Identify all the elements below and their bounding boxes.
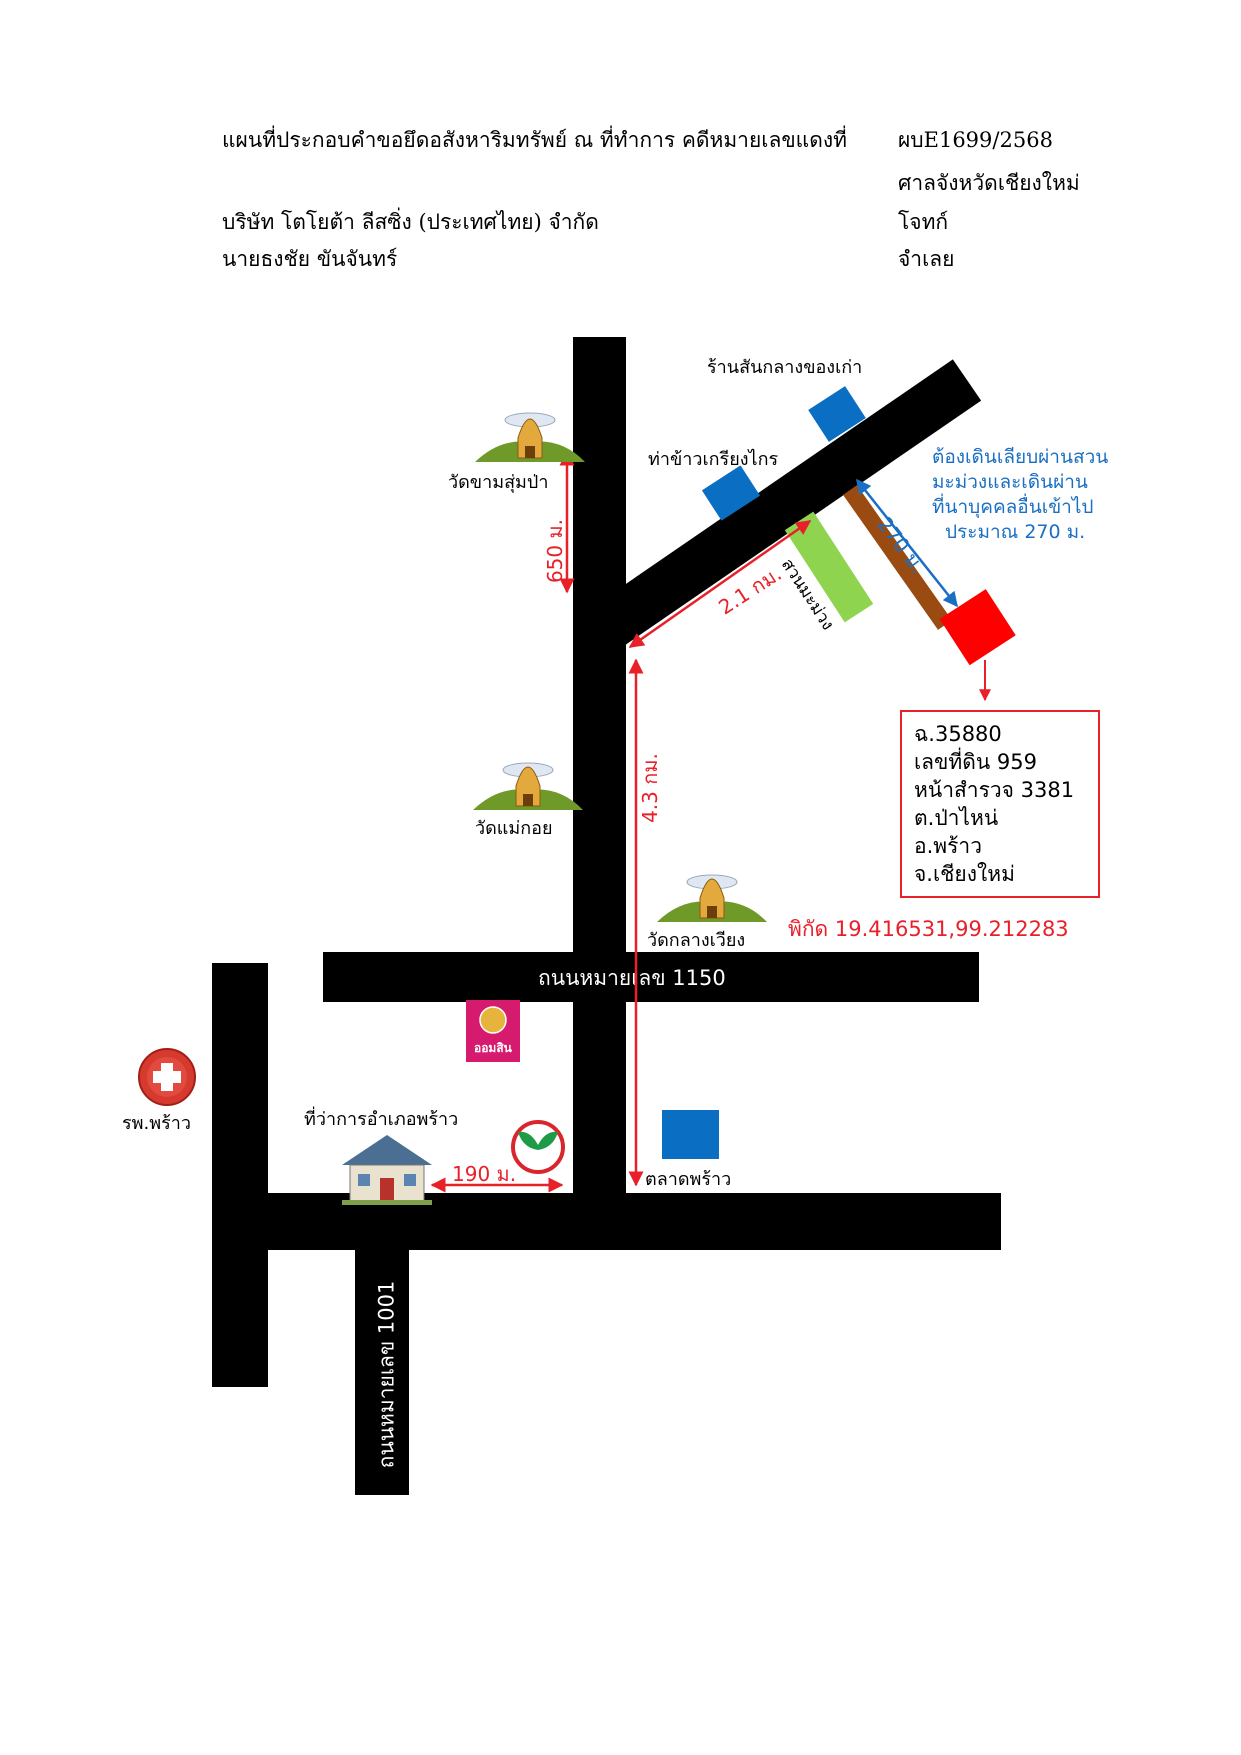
market-label: ตลาดพร้าว — [645, 1169, 732, 1190]
left-vertical-road — [212, 963, 268, 1387]
road-1001 — [355, 1245, 409, 1495]
survey-page: หน้าสำรวจ 3381 — [914, 778, 1075, 802]
temple-maekoi-label: วัดแม่กอย — [475, 818, 553, 839]
distance-4-3-label: 4.3 กม. — [638, 753, 662, 823]
hospital-label: รพ.พร้าว — [122, 1113, 192, 1134]
distance-2-1-arrow — [628, 519, 812, 649]
province: จ.เชียงใหม่ — [914, 862, 1015, 886]
temple-kham-label: วัดขามสุ่มป่า — [448, 472, 549, 493]
house-icon — [342, 1135, 432, 1205]
rice-pier-building — [701, 465, 761, 521]
temple-icon — [657, 874, 767, 922]
deed-number: ฉ.35880 — [914, 722, 1002, 746]
district-office-label: ที่ว่าการอำเภอพร้าว — [304, 1109, 459, 1130]
target-property — [939, 589, 1016, 666]
road-junction-fill — [573, 570, 626, 650]
access-note-line-4: ประมาณ 270 ม. — [945, 521, 1086, 543]
distance-190-label: 190 ม. — [452, 1162, 517, 1186]
access-note-line-3: ที่นาบุคคลอื่นเข้าไป — [932, 496, 1094, 518]
plaintiff-name: บริษัท โตโยต้า ลีสซิ่ง (ประเทศไทย) จำกัด — [222, 210, 599, 234]
land-number: เลขที่ดิน 959 — [914, 750, 1037, 774]
district: อ.พร้าว — [914, 834, 982, 858]
antique-shop-building — [808, 386, 866, 442]
rice-pier-label: ท่าข้าวเกรียงไกร — [648, 449, 779, 470]
diagonal-road — [585, 359, 982, 653]
access-note-line-2: มะม่วงและเดินผ่าน — [932, 471, 1088, 493]
market-building — [662, 1110, 719, 1159]
case-number: ผบE1699/2568 — [898, 128, 1053, 152]
defendant-role: จำเลย — [898, 247, 955, 271]
temple-klang-label: วัดกลางเวียง — [647, 930, 746, 951]
temple-icon — [475, 412, 585, 462]
distance-270-arrow — [856, 478, 958, 608]
hospital-cross-icon — [138, 1048, 196, 1106]
defendant-name: นายธงชัย ขันจันทร์ — [222, 247, 398, 271]
antique-shop-label: ร้านสันกลางของเก่า — [707, 357, 863, 378]
gsb-bank-icon — [466, 1000, 520, 1062]
main-vertical-road — [573, 337, 626, 1202]
kasikorn-bank-icon — [511, 1120, 565, 1174]
map-title: แผนที่ประกอบคำขอยึดอสังหาริมทรัพย์ ณ ที่… — [222, 128, 847, 152]
court-name: ศาลจังหวัดเชียงใหม่ — [898, 171, 1080, 195]
plaintiff-role: โจทก์ — [898, 210, 949, 234]
property-info-box: ฉ.35880 เลขที่ดิน 959 หน้าสำรวจ 3381 ต.ป… — [900, 710, 1100, 898]
distance-650-label: 650 ม. — [543, 518, 567, 584]
gsb-bank-label: ออมสิน — [474, 1041, 512, 1055]
temple-icon — [473, 762, 583, 810]
subdistrict: ต.ป่าไหน่ — [914, 806, 999, 830]
access-note-line-1: ต้องเดินเลียบผ่านสวน — [932, 446, 1109, 468]
gps-coordinates: พิกัด 19.416531,99.212283 — [788, 917, 1069, 941]
